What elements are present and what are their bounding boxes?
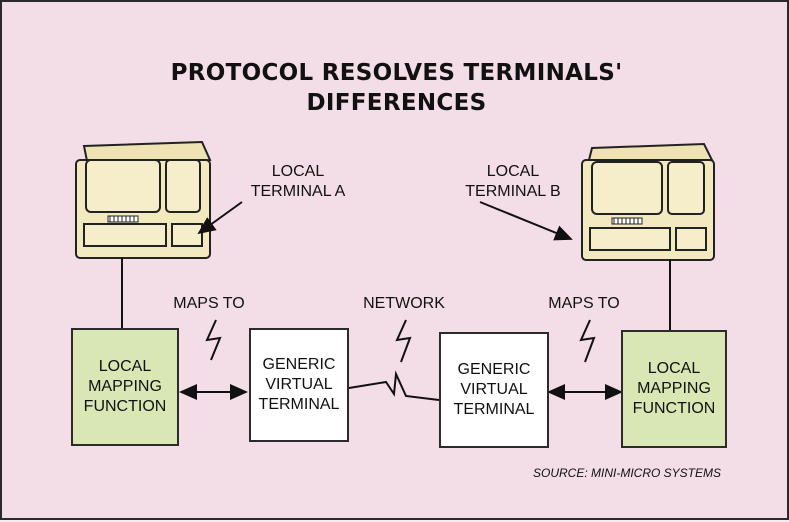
- terminal-b-label-line1: LOCAL: [486, 163, 540, 180]
- terminal-b-label: LOCAL TERMINAL B: [458, 162, 568, 202]
- terminal-a-label: LOCAL TERMINAL A: [248, 162, 348, 202]
- left-local-mapping-function-box: LOCAL MAPPING FUNCTION: [71, 328, 179, 446]
- terminal-a-pointer-arrow: [197, 201, 243, 235]
- diagram-title: PROTOCOL RESOLVES TERMINALS' DIFFERENCES: [2, 58, 789, 118]
- generic-left-label: GENERIC VIRTUAL TERMINAL: [258, 356, 340, 413]
- lightning-bolt-icon: [395, 319, 412, 363]
- terminal-a-computer-icon: [75, 140, 212, 259]
- right-local-mapping-function-box: LOCAL MAPPING FUNCTION: [621, 330, 727, 448]
- terminal-a-label-line1: LOCAL: [271, 163, 325, 180]
- terminal-b-label-line2: TERMINAL B: [465, 183, 561, 200]
- lightning-bolt-icon: [579, 319, 596, 363]
- right-generic-virtual-terminal-box: GENERIC VIRTUAL TERMINAL: [439, 332, 549, 448]
- right-mapping-label: LOCAL MAPPING FUNCTION: [632, 360, 716, 417]
- lightning-bolt-icon: [205, 319, 222, 361]
- title-line-2: DIFFERENCES: [306, 90, 487, 116]
- maps-to-right-label: MAPS TO: [548, 295, 620, 312]
- source-caption: SOURCE: MINI-MICRO SYSTEMS: [532, 466, 721, 480]
- terminal-a-label-line2: TERMINAL A: [250, 183, 346, 200]
- title-line-1: PROTOCOL RESOLVES TERMINALS': [170, 60, 623, 86]
- left-mapping-label: LOCAL MAPPING FUNCTION: [83, 358, 167, 415]
- left-generic-virtual-terminal-box: GENERIC VIRTUAL TERMINAL: [249, 328, 349, 442]
- maps-to-left-label: MAPS TO: [173, 295, 245, 312]
- network-label: NETWORK: [363, 295, 445, 312]
- terminal-b-computer-icon: [581, 142, 715, 261]
- network-link: [348, 370, 440, 401]
- generic-right-label: GENERIC VIRTUAL TERMINAL: [453, 361, 535, 418]
- terminal-b-pointer-arrow: [479, 201, 573, 241]
